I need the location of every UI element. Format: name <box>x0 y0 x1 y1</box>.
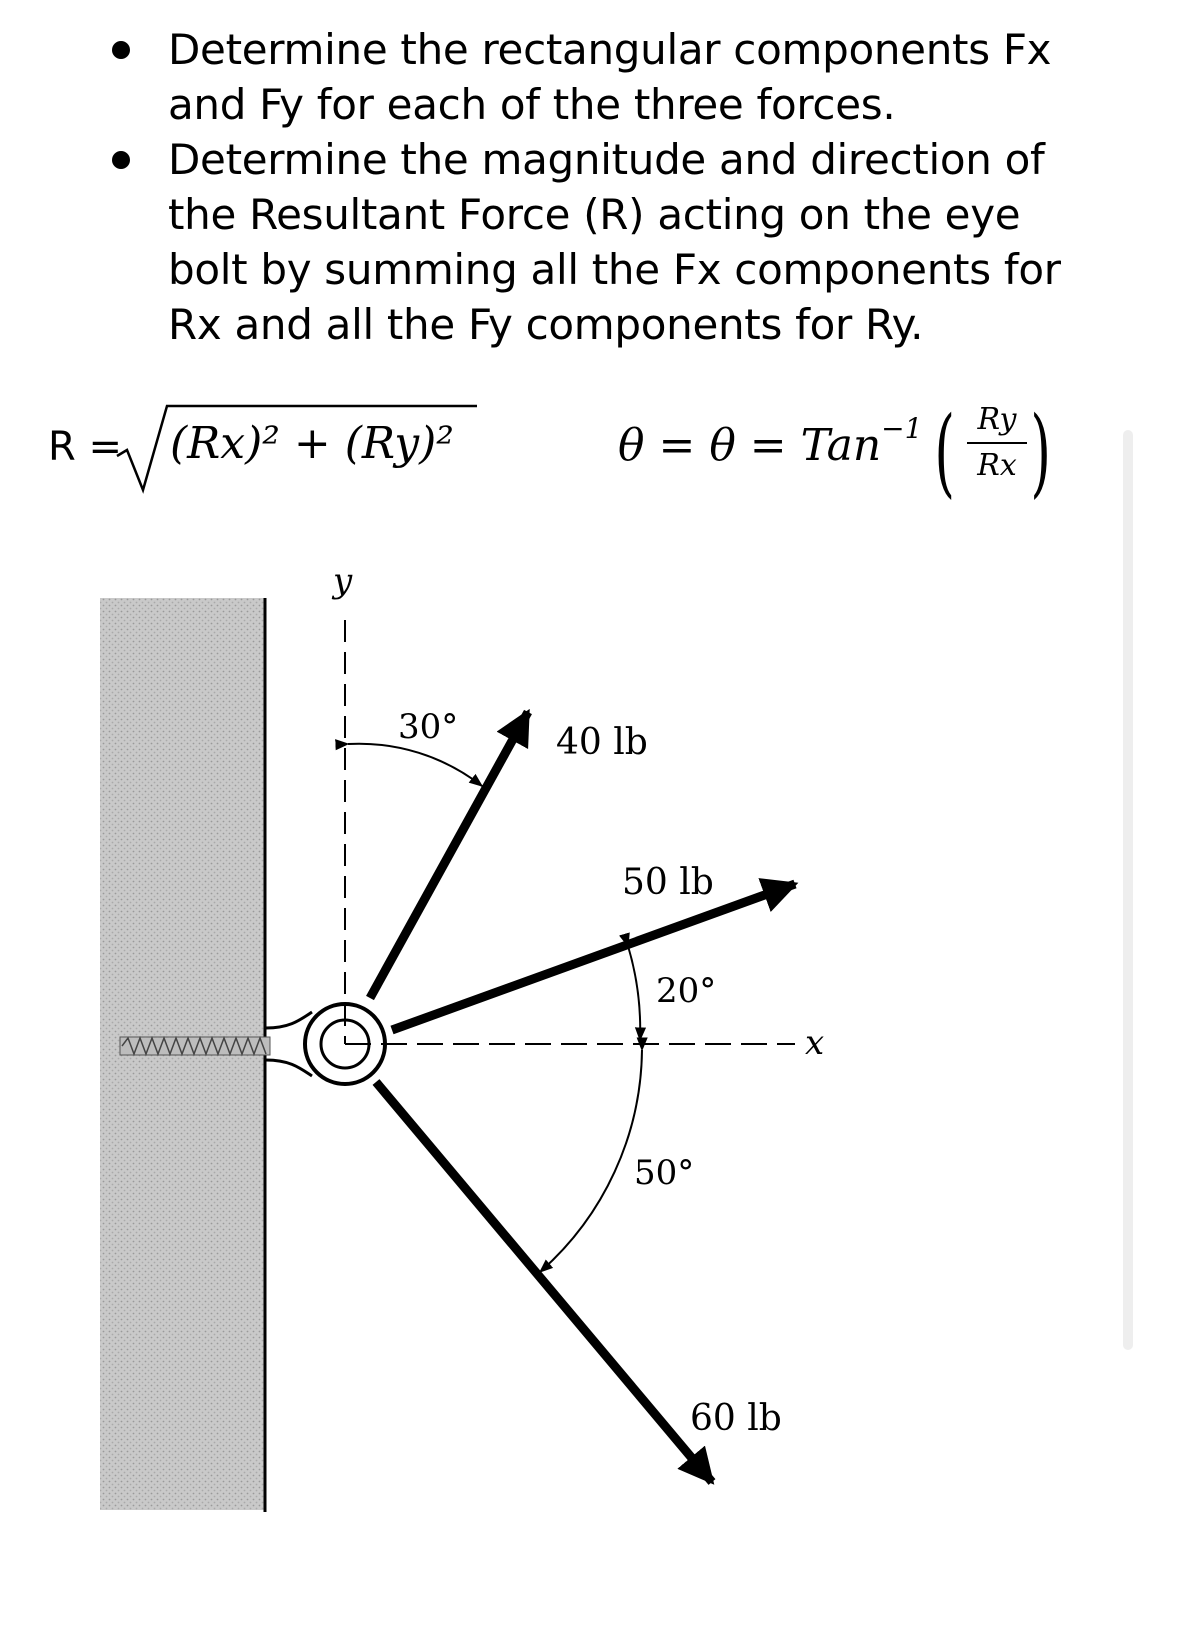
bullet-icon <box>112 151 130 169</box>
bullet-icon <box>112 41 130 59</box>
instruction-item-1: Determine the rectangular components Fx … <box>112 22 1112 132</box>
force-50-label: 50 lb <box>622 862 714 903</box>
force-40-angle: 30° <box>398 707 458 747</box>
x-axis-label: x <box>805 1023 824 1063</box>
left-paren-icon: ( <box>934 396 956 508</box>
force-40-arrow <box>366 708 532 1001</box>
angle-arc-30 <box>335 739 484 787</box>
force-60-arrow <box>372 1079 716 1485</box>
square-root-icon <box>116 404 477 494</box>
right-paren-icon: ) <box>1030 396 1052 508</box>
force-diagram-svg: y x 30° 40 lb 20° 50 lb 50° 60 lb <box>100 561 824 1512</box>
resultant-expression: (Rx)² + (Ry)² <box>170 418 454 469</box>
bolt-thread <box>119 1035 271 1057</box>
direction-label: θ = θ = Tan <box>618 420 882 471</box>
direction-exponent: −1 <box>881 412 923 445</box>
fraction-denominator: Rx <box>977 448 1017 483</box>
instruction-text-1: Determine the rectangular components Fx … <box>168 25 1052 129</box>
force-50-arrow <box>390 878 799 1035</box>
direction-fraction: Ry Rx <box>965 402 1029 484</box>
force-40-label: 40 lb <box>556 722 648 763</box>
force-60-label: 60 lb <box>690 1398 782 1439</box>
formula-row: R = (Rx)² + (Ry)² θ = θ = Tan−1 ( Ry Rx … <box>0 392 1179 522</box>
fraction-numerator: Ry <box>977 402 1017 437</box>
force-60-angle: 50° <box>634 1153 694 1193</box>
fraction-bar <box>967 442 1027 444</box>
scrollbar[interactable] <box>1123 430 1133 1350</box>
instruction-item-2: Determine the magnitude and direction of… <box>112 132 1112 352</box>
direction-formula: θ = θ = Tan−1 <box>618 412 922 471</box>
instruction-text-2: Determine the magnitude and direction of… <box>168 135 1061 349</box>
y-axis-label: y <box>331 561 353 601</box>
resultant-label: R = <box>48 424 123 470</box>
angle-arc-20 <box>619 932 647 1042</box>
force-50-angle: 20° <box>656 971 716 1011</box>
force-diagram: y x 30° 40 lb 20° 50 lb 50° 60 lb <box>0 550 1179 1550</box>
instruction-list: Determine the rectangular components Fx … <box>112 22 1112 352</box>
angle-arc-50 <box>538 1037 648 1273</box>
